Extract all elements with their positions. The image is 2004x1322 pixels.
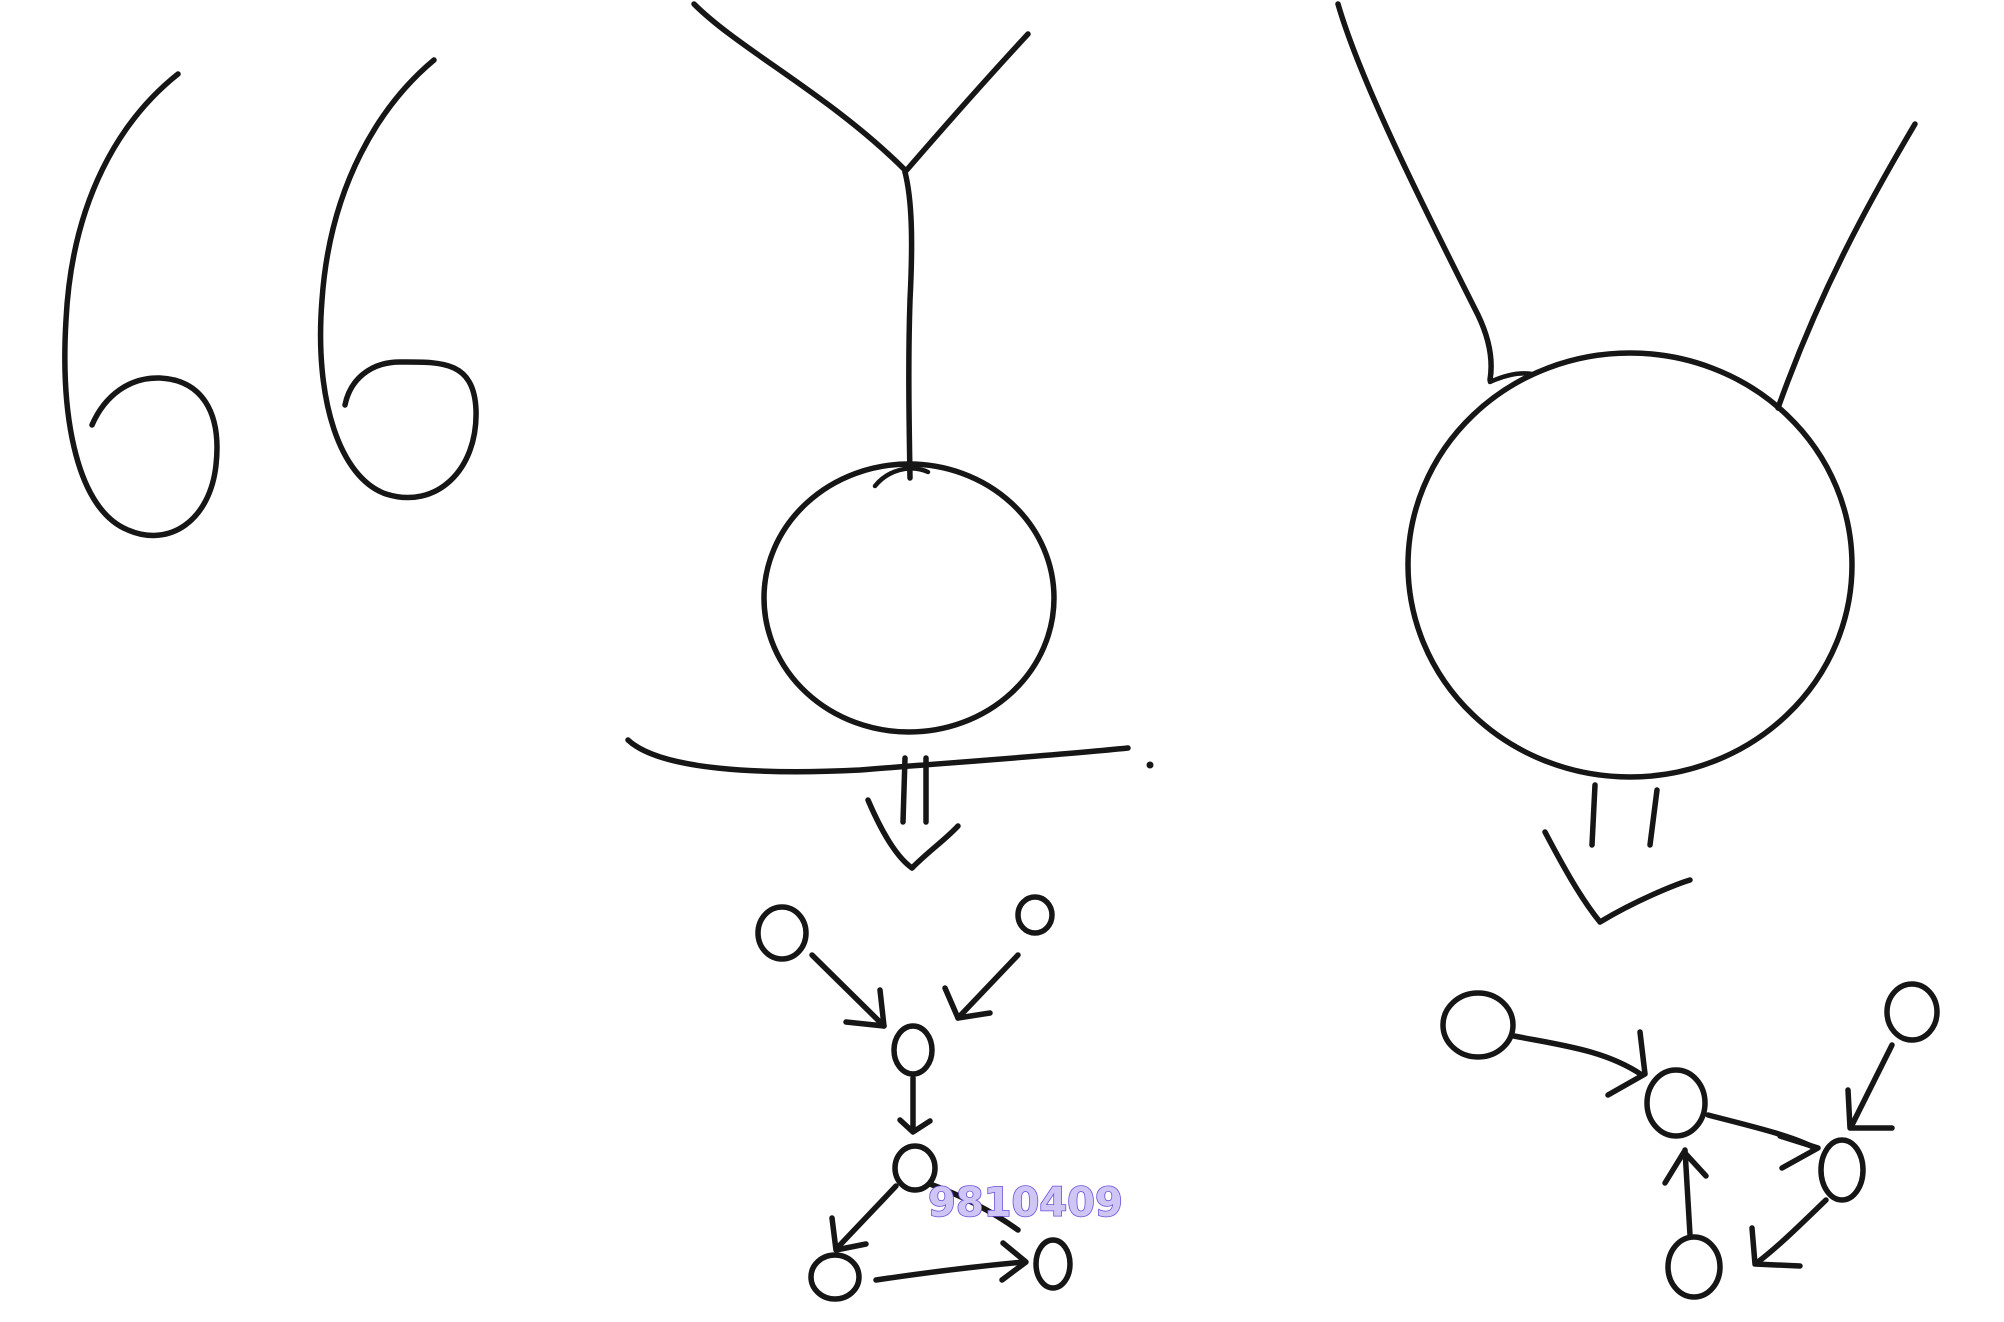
directed-graph-middle <box>755 894 1073 1302</box>
graph-edge-arrowhead <box>897 1117 933 1135</box>
graph-node <box>1440 990 1516 1060</box>
graph-edge-arrowhead <box>1662 1149 1709 1186</box>
support-line-left <box>1335 1 1494 383</box>
quote-glyph-left <box>62 71 220 539</box>
y-stem-left-branch <box>691 1 908 173</box>
graph-edge <box>1755 1197 1829 1265</box>
directed-graph-right <box>1440 981 1940 1300</box>
support-line-right <box>1775 121 1918 411</box>
graph-node <box>808 1252 862 1302</box>
graph-node <box>1015 894 1055 936</box>
y-stem-right-branch <box>902 31 1031 175</box>
hanging-circle <box>761 461 1057 735</box>
graph-edge-arrowhead <box>1845 1087 1895 1131</box>
implies-bar-1 <box>900 755 908 825</box>
graph-edge <box>1849 1042 1895 1128</box>
graph-edge-arrowhead <box>829 1215 869 1253</box>
graph-node <box>1033 1237 1073 1291</box>
quotation-mark <box>62 57 479 539</box>
graph-node <box>892 1143 938 1193</box>
implies-arrow-middle <box>865 755 961 871</box>
implies-arrow-right <box>1542 782 1693 925</box>
graph-node <box>1884 981 1940 1043</box>
graph-edge <box>837 1183 899 1248</box>
suspended-circle-figure <box>1335 1 1918 780</box>
graph-edge <box>955 952 1021 1021</box>
watermark-text: 9810409 <box>928 1180 1123 1226</box>
graph-node <box>1665 1234 1723 1300</box>
graph-edge-arrowhead <box>999 1240 1029 1283</box>
floor-line <box>625 737 1131 775</box>
floor-line-dot <box>1146 761 1154 769</box>
graph-edge-arrowhead <box>1777 1133 1821 1171</box>
implies-bar-1 <box>1589 782 1598 848</box>
circle-top-overlap <box>872 466 931 489</box>
y-stem-trunk <box>902 169 915 481</box>
quote-glyph-right <box>317 57 479 501</box>
implies-chevron <box>1542 829 1693 925</box>
graph-edge <box>1682 1147 1693 1238</box>
graph-node <box>1644 1067 1708 1139</box>
graph-edge-arrowhead <box>1749 1225 1803 1269</box>
hanging-circle-figure <box>625 1 1154 775</box>
graph-edge <box>927 1181 1021 1233</box>
graph-node <box>755 904 809 962</box>
graph-edge-arrowhead <box>942 985 993 1021</box>
graph-edge <box>1511 1033 1645 1078</box>
graph-node <box>891 1023 935 1077</box>
suspended-circle <box>1405 350 1855 780</box>
graph-edge-arrowhead <box>1605 1029 1648 1098</box>
graph-edge <box>809 952 887 1029</box>
implies-chevron <box>865 797 961 871</box>
graph-node <box>1818 1137 1866 1203</box>
implies-bar-2 <box>1647 787 1660 848</box>
graph-edge-arrowhead <box>843 987 887 1029</box>
circle-top-overlap <box>1487 371 1535 385</box>
graph-edge <box>873 1259 1027 1283</box>
